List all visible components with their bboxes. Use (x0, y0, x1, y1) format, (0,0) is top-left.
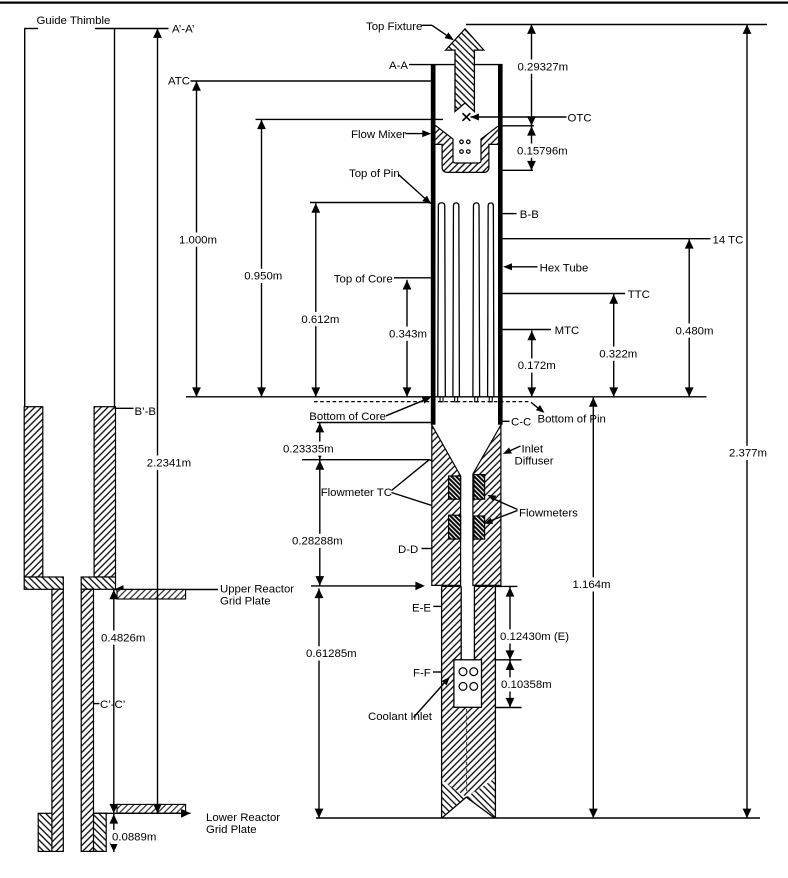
svg-text:0.23335m: 0.23335m (283, 443, 334, 455)
svg-text:2.2341m: 2.2341m (147, 457, 191, 469)
svg-text:Flow Mixer: Flow Mixer (351, 129, 406, 141)
svg-text:Bottom of Core: Bottom of Core (309, 411, 386, 423)
svg-text:Hex Tube: Hex Tube (540, 262, 589, 274)
svg-text:Upper Reactor: Upper Reactor (220, 583, 294, 595)
svg-text:TTC: TTC (628, 289, 650, 301)
svg-text:0.61285m: 0.61285m (306, 648, 357, 660)
svg-text:Diffuser: Diffuser (515, 455, 554, 467)
svg-text:0.612m: 0.612m (301, 314, 339, 326)
svg-text:0.0889m: 0.0889m (112, 832, 156, 844)
svg-text:E-E: E-E (412, 602, 431, 614)
svg-text:1.000m: 1.000m (179, 234, 217, 246)
svg-text:B-B: B-B (520, 209, 539, 221)
svg-text:1.164m: 1.164m (573, 579, 611, 591)
svg-text:C’-C’: C’-C’ (100, 699, 125, 711)
svg-text:Top Fixture: Top Fixture (366, 21, 422, 33)
svg-text:Bottom of Pin: Bottom of Pin (538, 414, 606, 426)
svg-text:Lower Reactor: Lower Reactor (206, 812, 280, 824)
svg-text:14 TC: 14 TC (713, 235, 744, 247)
svg-text:C-C: C-C (511, 417, 531, 429)
svg-text:OTC: OTC (568, 113, 592, 125)
svg-text:Flowmeters: Flowmeters (519, 507, 578, 519)
svg-text:0.29327m: 0.29327m (518, 61, 569, 73)
svg-text:D-D: D-D (398, 544, 418, 556)
svg-text:Inlet: Inlet (522, 443, 544, 455)
svg-text:0.10358m: 0.10358m (501, 679, 552, 691)
svg-text:B’-B’: B’-B’ (135, 406, 159, 418)
svg-text:0.322m: 0.322m (599, 348, 637, 360)
svg-text:Flowmeter TC: Flowmeter TC (321, 487, 392, 499)
svg-text:F-F: F-F (413, 667, 431, 679)
svg-text:Guide Thimble: Guide Thimble (37, 15, 111, 27)
svg-text:A’-A’: A’-A’ (172, 24, 194, 36)
svg-text:0.15796m: 0.15796m (517, 145, 568, 157)
svg-text:Top of Core: Top of Core (334, 273, 393, 285)
svg-text:ATC: ATC (168, 75, 190, 87)
svg-text:Coolant Inlet: Coolant Inlet (368, 711, 433, 723)
svg-text:0.172m: 0.172m (518, 360, 556, 372)
svg-text:Top of Pin: Top of Pin (349, 168, 400, 180)
svg-text:MTC: MTC (555, 325, 580, 337)
svg-text:Grid Plate: Grid Plate (220, 595, 271, 607)
svg-text:0.28288m: 0.28288m (292, 536, 343, 548)
svg-text:0.950m: 0.950m (244, 271, 282, 283)
svg-text:0.12430m (E): 0.12430m (E) (500, 631, 569, 643)
svg-text:0.343m: 0.343m (389, 328, 427, 340)
svg-text:0.480m: 0.480m (676, 325, 714, 337)
svg-text:0.4826m: 0.4826m (101, 632, 145, 644)
svg-text:Grid Plate: Grid Plate (206, 824, 257, 836)
svg-text:2.377m: 2.377m (729, 448, 767, 460)
svg-text:A-A: A-A (389, 60, 408, 72)
